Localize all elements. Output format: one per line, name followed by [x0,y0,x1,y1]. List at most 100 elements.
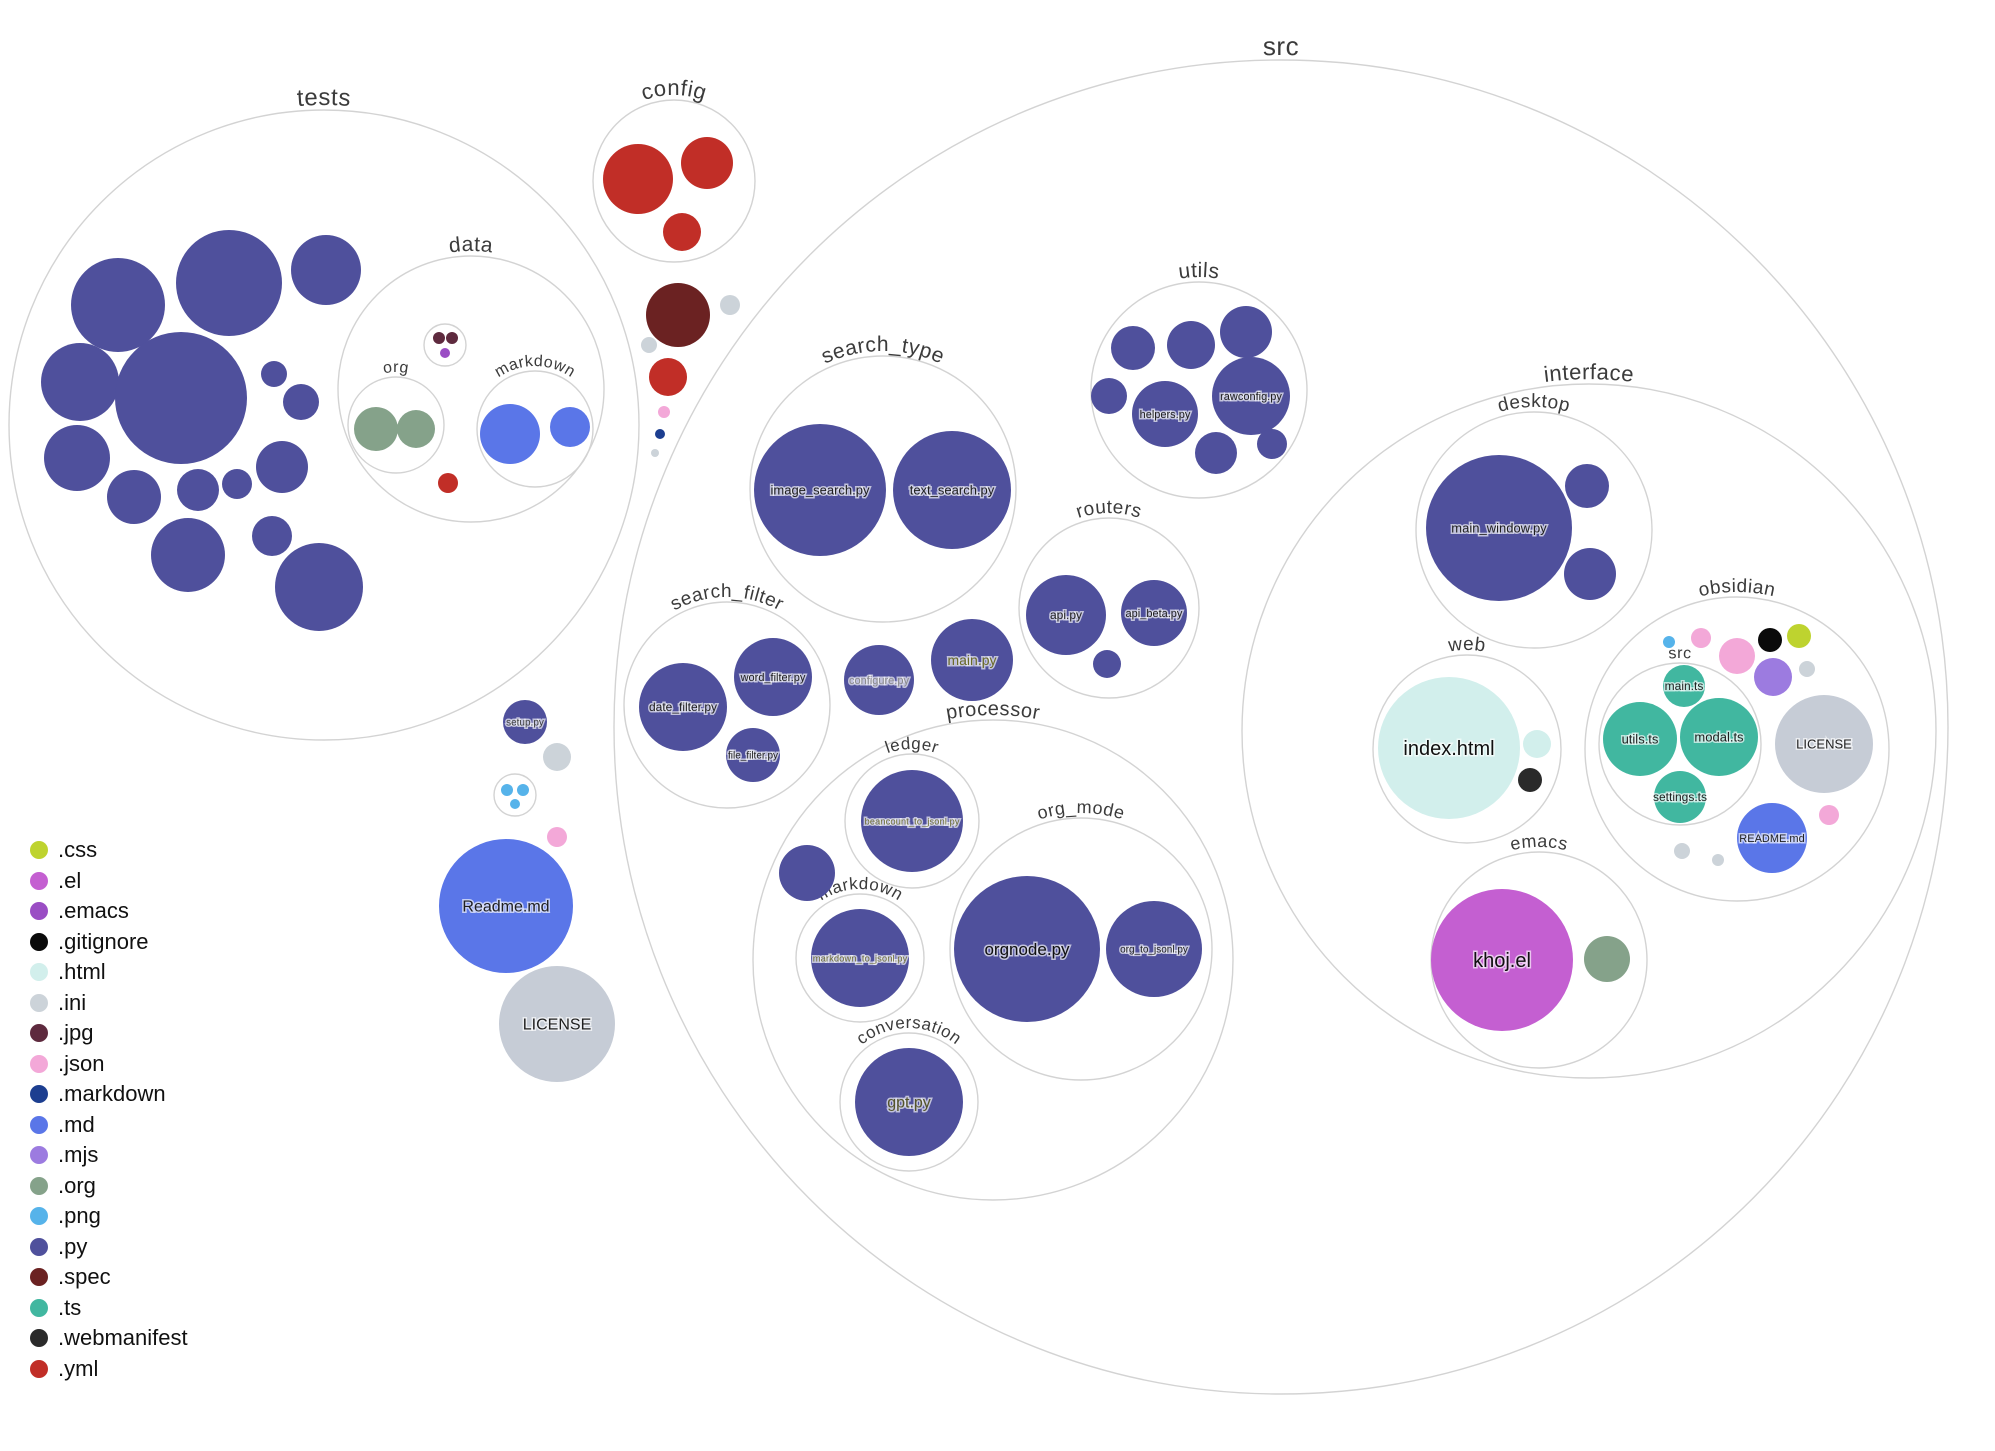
file-circle-tests-py-14[interactable] [252,516,292,556]
folder-circle-obsidian-src[interactable] [1598,662,1762,826]
file-circle-config-yml-2[interactable] [681,137,733,189]
folder-circle-tests[interactable] [8,109,640,741]
file-circle-tests-py-5[interactable] [115,332,247,464]
file-circle-processor-py-extra[interactable] [779,845,835,901]
file-circle-root-ini-2[interactable] [641,337,657,353]
folder-circle-processor-markdown[interactable] [795,893,925,1023]
file-circle-tests-py-12[interactable] [256,441,308,493]
file-circle-api-py[interactable] [1026,575,1106,655]
folder-circle-src[interactable] [613,59,1949,1395]
file-circle-data-org-file-2[interactable] [397,410,435,448]
file-circle-beancount-to-jsonl-py[interactable] [861,770,963,872]
file-circle-api-beta-py[interactable] [1121,580,1187,646]
file-circle-obsidian-json-2[interactable] [1691,628,1711,648]
file-circle-root-markdown[interactable] [655,429,665,439]
file-circle-routers-py-3[interactable] [1093,650,1121,678]
folder-circle-data[interactable] [337,255,605,523]
file-circle-root-spec[interactable] [646,283,710,347]
file-circle-markdown-to-jsonl-py[interactable] [811,909,909,1007]
file-circle-tests-py-9[interactable] [107,470,161,524]
file-circle-config-yml-3[interactable] [663,213,701,251]
file-circle-helpers-py[interactable] [1132,381,1198,447]
file-circle-web-webmanifest[interactable] [1518,768,1542,792]
file-circle-settings-ts[interactable] [1654,771,1706,823]
file-circle-main-window-py[interactable] [1426,455,1572,601]
file-circle-obsidian-json-3[interactable] [1819,805,1839,825]
file-circle-obsidian-json-1[interactable] [1719,638,1755,674]
file-circle-data-md-file-2[interactable] [550,407,590,447]
folder-circle-data-images[interactable] [423,323,467,367]
file-circle-image-search-py[interactable] [754,424,886,556]
file-circle-tests-py-4[interactable] [41,343,119,421]
file-circle-gpt-py[interactable] [855,1048,963,1156]
file-circle-utils-ts[interactable] [1603,702,1677,776]
file-circle-setup-py[interactable] [503,700,547,744]
folder-circle-data-markdown[interactable] [476,370,594,488]
file-circle-root-license[interactable] [499,966,615,1082]
file-circle-data-jpg-1[interactable] [433,332,445,344]
file-circle-web-html-2[interactable] [1523,730,1551,758]
folder-circle-desktop[interactable] [1415,411,1653,649]
file-circle-utils-py-3[interactable] [1220,306,1272,358]
file-circle-tests-py-11[interactable] [222,469,252,499]
file-circle-obsidian-license[interactable] [1775,695,1873,793]
file-circle-file-filter-py[interactable] [726,728,780,782]
file-circle-root-ini-4[interactable] [543,743,571,771]
file-circle-tests-py-15[interactable] [275,543,363,631]
folder-circle-docs-images[interactable] [493,773,537,817]
folder-circle-config[interactable] [592,99,756,263]
file-circle-obsidian-ini-3[interactable] [1712,854,1724,866]
file-circle-data-md-file-1[interactable] [480,404,540,464]
file-circle-tests-py-2[interactable] [176,230,282,336]
file-circle-data-yml[interactable] [438,473,458,493]
folder-circle-interface[interactable] [1241,383,1937,1079]
file-circle-tests-py-6[interactable] [261,361,287,387]
file-circle-obsidian-readme-md[interactable] [1737,803,1807,873]
folder-circle-web[interactable] [1372,654,1562,844]
folder-circle-data-org[interactable] [347,376,445,474]
file-circle-org-to-jsonl-py[interactable] [1106,901,1202,997]
file-circle-obsidian-ini-2[interactable] [1674,843,1690,859]
folder-circle-routers[interactable] [1018,517,1200,699]
file-circle-modal-ts[interactable] [1680,698,1758,776]
folder-circle-utils[interactable] [1090,281,1308,499]
file-circle-utils-py-1[interactable] [1111,326,1155,370]
file-circle-desktop-py-3[interactable] [1564,548,1616,600]
file-circle-utils-py-2[interactable] [1167,321,1215,369]
file-circle-main-ts[interactable] [1663,665,1705,707]
file-circle-text-search-py[interactable] [893,431,1011,549]
file-circle-obsidian-ini-1[interactable] [1799,661,1815,677]
file-circle-root-json-2[interactable] [547,827,567,847]
file-circle-root-ini-1[interactable] [720,295,740,315]
file-circle-root-yml[interactable] [649,358,687,396]
file-circle-docs-png-1[interactable] [501,784,513,796]
file-circle-tests-py-8[interactable] [44,425,110,491]
file-circle-utils-py-4[interactable] [1091,378,1127,414]
file-circle-data-org-file-1[interactable] [354,407,398,451]
file-circle-root-ini-3[interactable] [651,449,659,457]
file-circle-obsidian-png[interactable] [1663,636,1675,648]
file-circle-main-py[interactable] [931,619,1013,701]
file-circle-tests-py-1[interactable] [71,258,165,352]
file-circle-tests-py-10[interactable] [177,469,219,511]
folder-circle-conversation[interactable] [839,1032,979,1172]
file-circle-tests-py-3[interactable] [291,235,361,305]
folder-circle-search-filter[interactable] [623,601,831,809]
file-circle-obsidian-css[interactable] [1787,624,1811,648]
file-circle-tests-py-7[interactable] [283,384,319,420]
file-circle-obsidian-mjs[interactable] [1754,658,1792,696]
file-circle-khoj-el[interactable] [1431,889,1573,1031]
file-circle-word-filter-py[interactable] [734,638,812,716]
file-circle-rawconfig-py[interactable] [1212,357,1290,435]
folder-circle-org-mode[interactable] [949,817,1213,1081]
file-circle-obsidian-gitignore[interactable] [1758,628,1782,652]
folder-circle-ledger[interactable] [844,753,980,889]
file-circle-tests-py-13[interactable] [151,518,225,592]
file-circle-docs-png-2[interactable] [517,784,529,796]
file-circle-emacs-org-file[interactable] [1584,936,1630,982]
file-circle-desktop-py-2[interactable] [1565,464,1609,508]
file-circle-utils-py-6[interactable] [1257,429,1287,459]
folder-circle-processor[interactable] [752,719,1234,1201]
file-circle-readme-md[interactable] [439,839,573,973]
file-circle-data-jpg-2[interactable] [446,332,458,344]
